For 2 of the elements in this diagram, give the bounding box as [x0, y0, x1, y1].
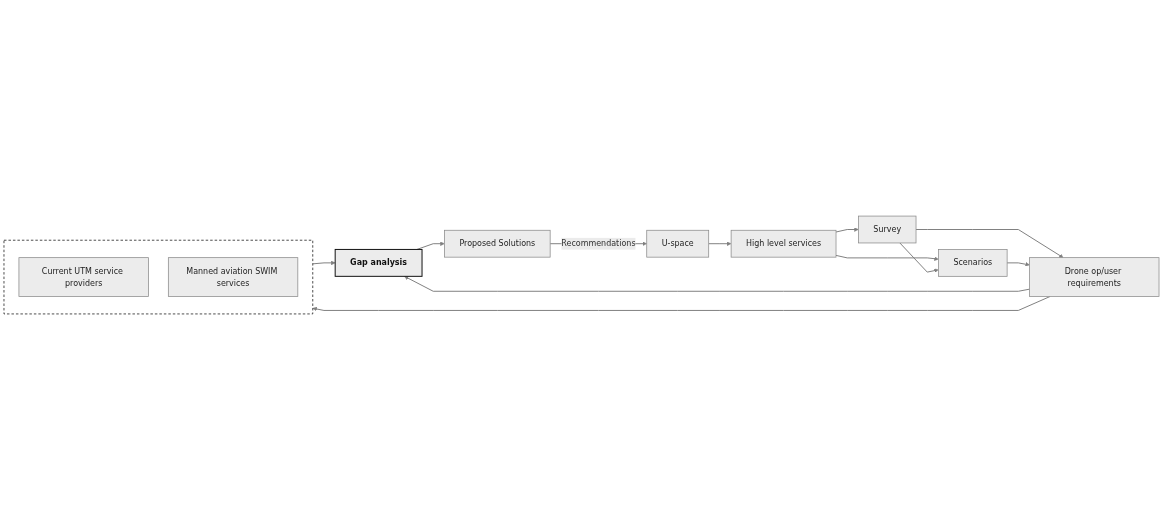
- cluster: [3, 239, 314, 315]
- arrow: [915, 229, 1064, 258]
